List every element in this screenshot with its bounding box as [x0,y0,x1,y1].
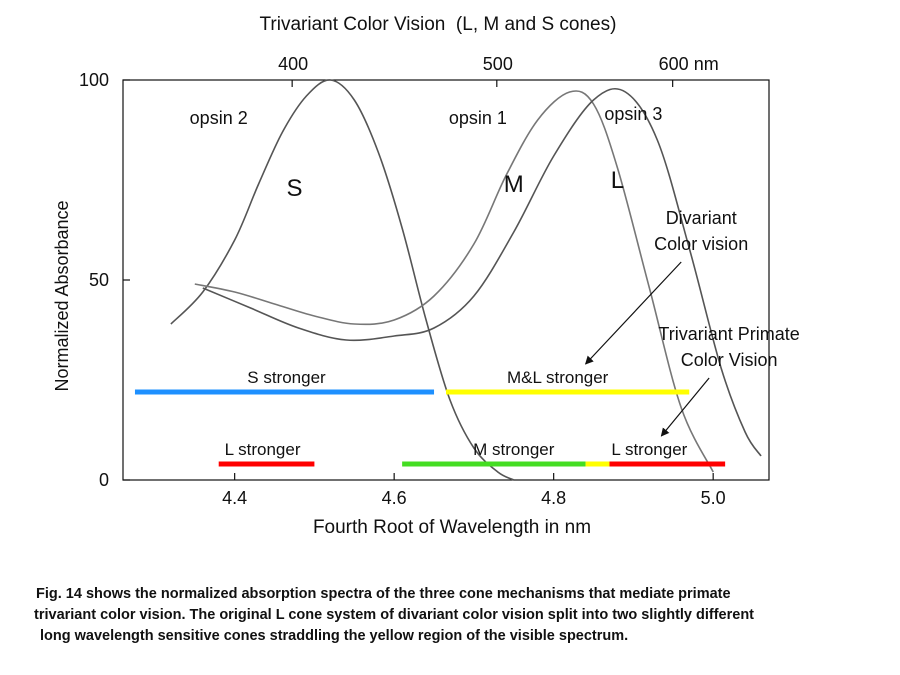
opsin-label: opsin 1 [449,108,507,128]
plot-frame [122,79,770,481]
y-tick-label: 0 [99,470,109,490]
range-bar-label: L stronger [611,440,687,459]
curve-m [194,90,714,473]
annotation-text: Color Vision [681,350,778,370]
y-tick-label: 50 [89,270,109,290]
annotation-text: Trivariant Primate [658,324,799,344]
annotation-text: Divariant [666,208,737,228]
caption-line: long wavelength sensitive cones straddli… [40,628,629,644]
curve-l [202,87,762,457]
cone-letter-label: S [286,175,302,202]
x-tick-label: 4.4 [222,488,247,508]
range-bar-label: S stronger [247,368,326,387]
range-bar-label: M&L stronger [507,368,609,387]
x-tick-label: 4.8 [541,488,566,508]
annotation-text: Color vision [654,234,748,254]
range-bar-label: L stronger [225,440,301,459]
caption-line: trivariant color vision. The original L … [34,607,755,623]
top-tick-label: 600 nm [659,54,719,74]
y-tick-label: 100 [79,70,109,90]
figure-caption: Fig. 14 shows the normalized absorption … [34,584,874,647]
cone-letter-label: M [504,171,524,198]
y-axis-label: Normalized Absorbance [52,200,72,391]
top-tick-label: 500 [483,54,513,74]
opsin-label: opsin 3 [604,104,662,124]
absorbance-chart: Trivariant Color Vision (L, M and S cone… [52,14,800,538]
caption-line: Fig. 14 shows the normalized absorption … [36,586,731,602]
chart-title: Trivariant Color Vision (L, M and S cone… [260,14,617,35]
top-tick-label: 400 [278,54,308,74]
x-tick-label: 5.0 [701,488,726,508]
annotation-arrow [584,261,682,365]
range-bar-label: M stronger [473,440,555,459]
opsin-label: opsin 2 [190,108,248,128]
x-axis-label: Fourth Root of Wavelength in nm [313,517,591,538]
cone-letter-label: L [611,167,624,194]
annotation-arrow [660,377,710,437]
x-tick-label: 4.6 [382,488,407,508]
curve-s [170,79,515,481]
